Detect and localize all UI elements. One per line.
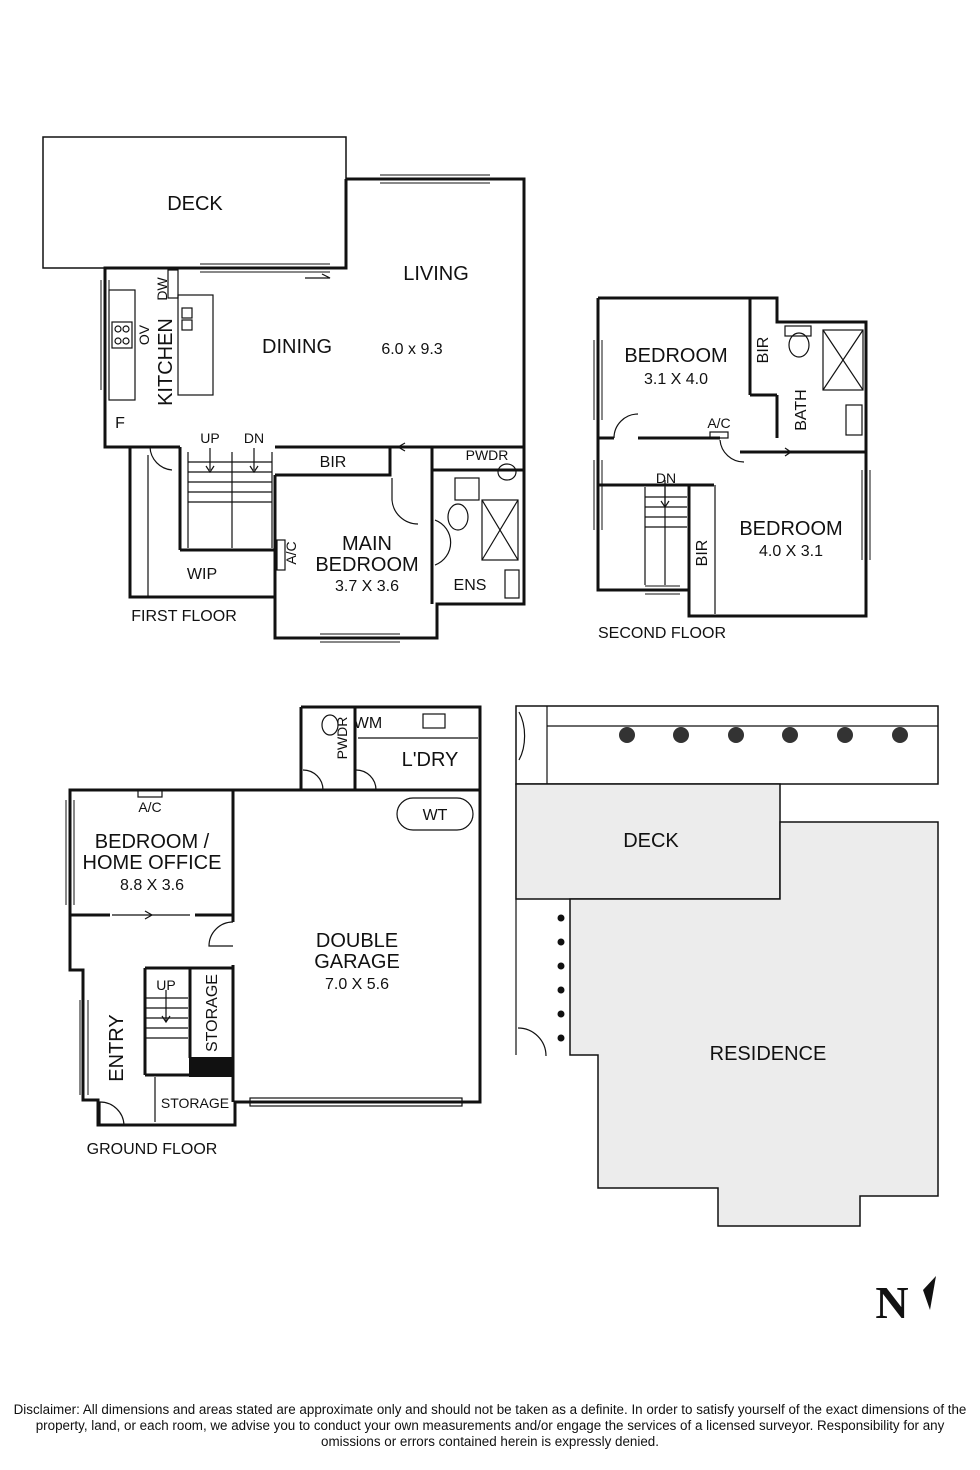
trees-row	[619, 727, 908, 743]
ensuite-label: ENS	[454, 577, 487, 594]
wt-label: WT	[423, 807, 448, 824]
second-floor-bedroom2-dims: 4.0 X 3.1	[759, 543, 823, 560]
first-floor-pwdr-label: PWDR	[466, 447, 509, 463]
wm-label: WM	[354, 715, 382, 732]
ground-floor-up-label: UP	[156, 977, 175, 993]
garage-label-2: GARAGE	[314, 951, 400, 973]
ground-floor-outer-wall	[68, 705, 482, 1127]
garage-dims: 7.0 X 5.6	[325, 976, 389, 993]
second-floor-outer-wall	[596, 296, 868, 618]
entry-label: ENTRY	[106, 1014, 128, 1081]
kitchen-label: KITCHEN	[155, 318, 177, 406]
main-bedroom-label-1: MAIN	[342, 533, 392, 555]
first-floor-dn-label: DN	[244, 430, 264, 446]
fence-posts	[557, 914, 565, 1042]
second-floor-bedroom1-dims: 3.1 X 4.0	[644, 371, 708, 388]
second-floor-bir-top-label: BIR	[755, 337, 772, 364]
floor-plan-drawing: DECK LIVING 6.0 x 9.3 DINING KITCHEN DW …	[42, 136, 939, 1328]
ground-floor-ac-label: A/C	[138, 799, 161, 815]
site-deck-label: DECK	[623, 830, 679, 852]
site-plan: DECK RESIDENCE N	[515, 705, 939, 1328]
first-floor-ac-label: A/C	[283, 541, 299, 564]
residence-label: RESIDENCE	[710, 1043, 827, 1065]
ground-floor-plan: WM PWDR L'DRY WT A/C BEDROOM / HOME OFFI…	[65, 705, 482, 1158]
storage-horizontal-label: STORAGE	[161, 1095, 229, 1111]
north-label: N	[875, 1277, 908, 1328]
north-arrow-icon	[923, 1276, 936, 1310]
ground-floor-pwdr-label: PWDR	[334, 717, 350, 760]
wip-label: WIP	[187, 566, 217, 583]
oven-label: OV	[136, 324, 152, 345]
first-floor-deck	[42, 136, 347, 269]
laundry-label: L'DRY	[402, 749, 459, 771]
storage-vertical-label: STORAGE	[204, 974, 221, 1052]
living-dims: 6.0 x 9.3	[381, 341, 442, 358]
disclaimer-text: Disclaimer: All dimensions and areas sta…	[13, 1402, 967, 1449]
main-bedroom-dims: 3.7 X 3.6	[335, 578, 399, 595]
second-floor-dn-label: DN	[656, 470, 676, 486]
second-floor-ac-label: A/C	[707, 415, 730, 431]
living-label: LIVING	[403, 263, 469, 285]
ground-floor-title: GROUND FLOOR	[87, 1141, 218, 1158]
bedroom-office-label-2: HOME OFFICE	[83, 852, 222, 874]
first-floor-title: FIRST FLOOR	[131, 608, 237, 625]
garage-label-1: DOUBLE	[316, 930, 398, 952]
first-floor-deck-label: DECK	[167, 193, 223, 215]
second-floor-bedroom1-label: BEDROOM	[624, 345, 727, 367]
second-floor-bath-label: BATH	[793, 389, 810, 430]
second-floor-title: SECOND FLOOR	[598, 625, 726, 642]
second-floor-plan: BEDROOM 3.1 X 4.0 BIR BATH A/C DN BIR BE…	[593, 296, 871, 642]
dishwasher-label: DW	[154, 277, 170, 301]
fridge-label: F	[115, 415, 125, 432]
second-floor-bir-bottom-label: BIR	[694, 540, 711, 567]
bedroom-office-dims: 8.8 X 3.6	[120, 877, 184, 894]
first-floor-plan: DECK LIVING 6.0 x 9.3 DINING KITCHEN DW …	[42, 136, 526, 643]
second-floor-bedroom2-label: BEDROOM	[739, 518, 842, 540]
first-floor-bir-label: BIR	[320, 454, 347, 471]
bedroom-office-label-1: BEDROOM /	[95, 831, 210, 853]
main-bedroom-label-2: BEDROOM	[315, 554, 418, 576]
dining-label: DINING	[262, 336, 332, 358]
first-floor-up-label: UP	[200, 430, 219, 446]
